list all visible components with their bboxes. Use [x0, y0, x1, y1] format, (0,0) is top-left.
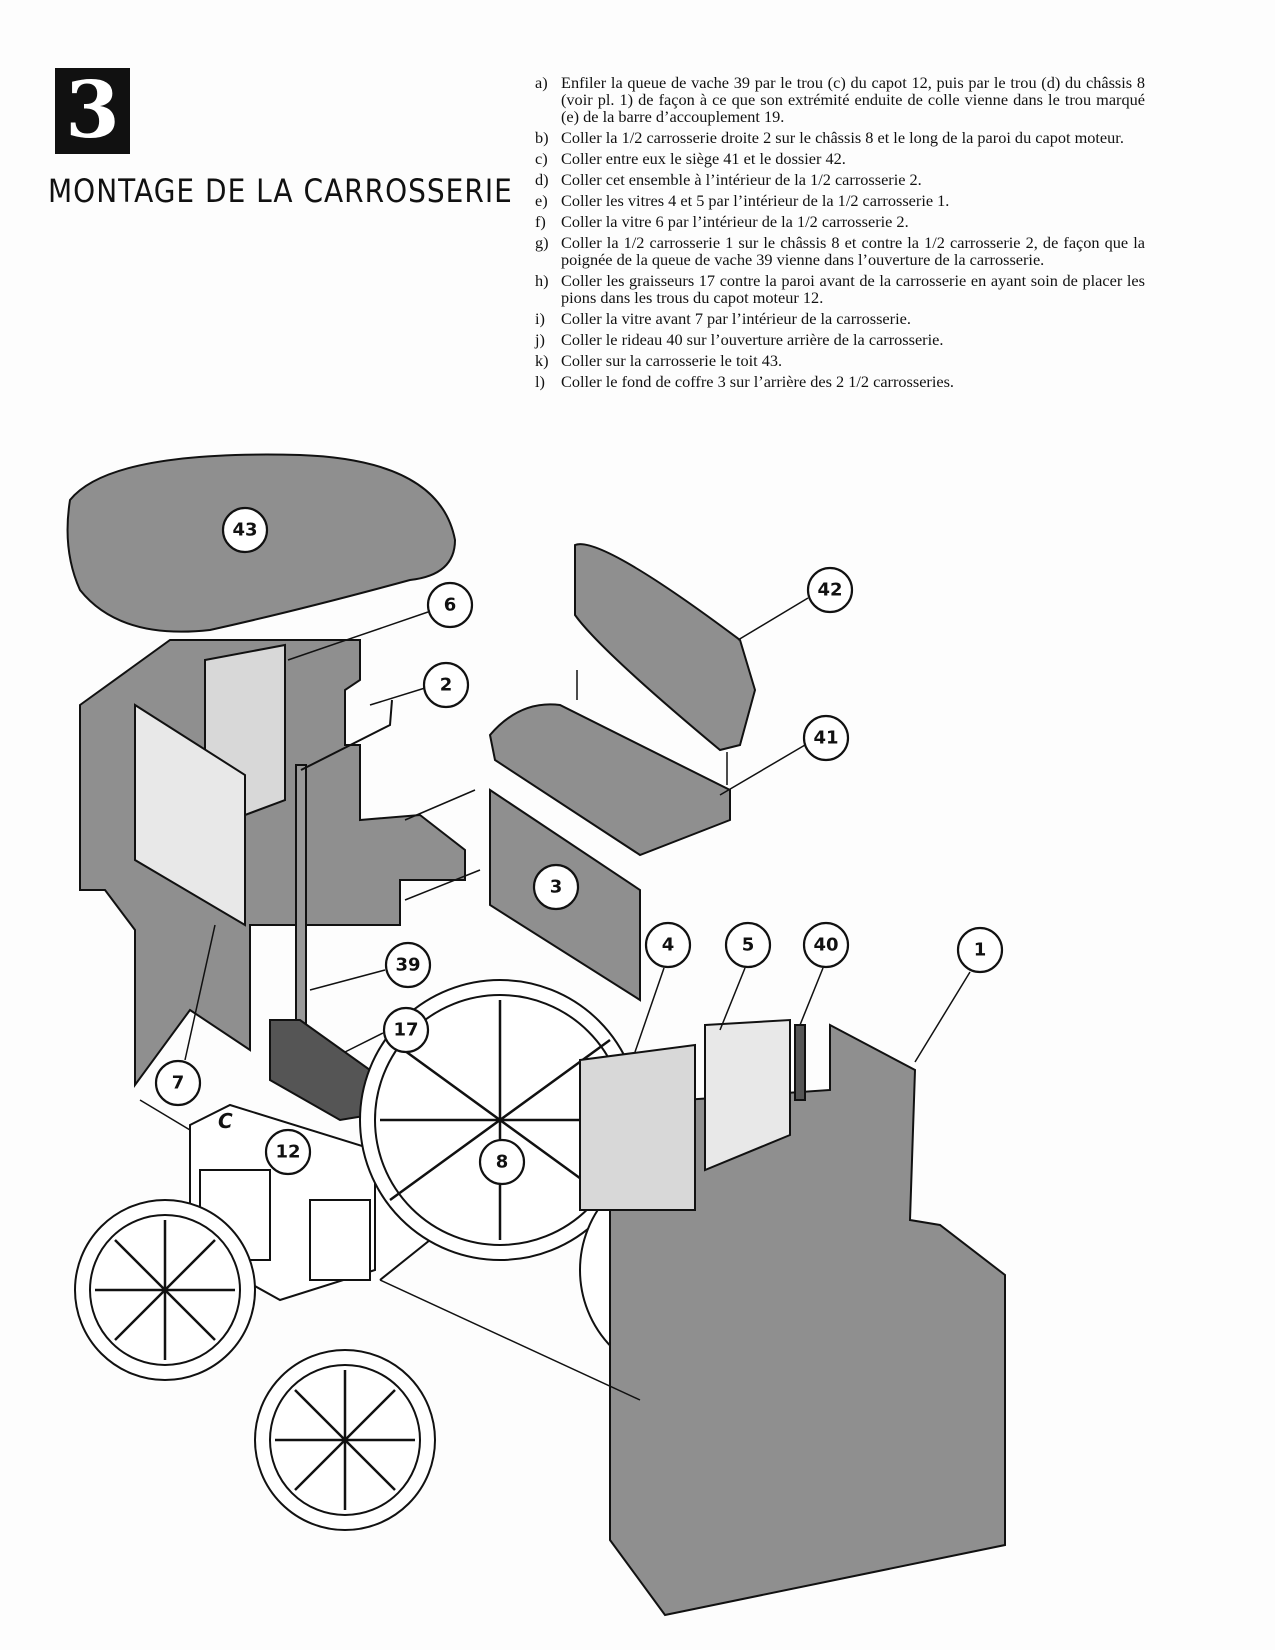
instruction-step: f) Coller la vitre 6 par l’intérieur de l… — [535, 213, 1145, 230]
callout-6: 6 — [426, 581, 474, 629]
svg-text:3: 3 — [550, 877, 563, 898]
step-text: Coller le fond de coffre 3 sur l’arrière… — [561, 372, 955, 391]
step-number-badge: 3 — [55, 68, 130, 154]
callout-39: 39 — [384, 941, 432, 989]
step-key: h) — [535, 271, 549, 290]
svg-text:43: 43 — [232, 520, 257, 541]
callout-17: 17 — [382, 1006, 430, 1054]
step-text: Enfiler la queue de vache 39 par le trou… — [561, 73, 1145, 126]
callout-40: 40 — [802, 921, 850, 969]
instruction-step: a) Enfiler la queue de vache 39 par le tr… — [535, 74, 1145, 125]
seat-41 — [488, 703, 731, 857]
step-key: k) — [535, 351, 549, 370]
greasers-17 — [269, 1019, 371, 1122]
svg-text:41: 41 — [813, 728, 838, 749]
instruction-step: k) Coller sur la carrosserie le toit 43. — [535, 352, 1145, 369]
callout-3: 3 — [532, 863, 580, 911]
callout-4: 4 — [644, 921, 692, 969]
curtain-40 — [794, 1024, 806, 1101]
instruction-step: h) Coller les graisseurs 17 contre la par… — [535, 272, 1145, 306]
instruction-step: j) Coller le rideau 40 sur l’ouverture ar… — [535, 331, 1145, 348]
svg-text:7: 7 — [172, 1073, 185, 1094]
svg-text:1: 1 — [974, 940, 987, 961]
step-text: Coller la 1/2 carrosserie droite 2 sur l… — [561, 128, 1124, 147]
callout-7: 7 — [154, 1059, 202, 1107]
step-text: Coller les vitres 4 et 5 par l’intérieur… — [561, 191, 950, 210]
window-5 — [704, 1018, 791, 1172]
step-key: i) — [535, 309, 545, 328]
step-key: d) — [535, 170, 549, 189]
callout-43: 43 — [221, 506, 269, 554]
window-7 — [134, 703, 246, 927]
instruction-step: i) Coller la vitre avant 7 par l’intérieu… — [535, 310, 1145, 327]
svg-text:4: 4 — [662, 935, 675, 956]
callout-41: 41 — [802, 714, 850, 762]
instruction-step: b) Coller la 1/2 carrosserie droite 2 sur… — [535, 129, 1145, 146]
step-key: j) — [535, 330, 545, 349]
svg-text:6: 6 — [444, 595, 457, 616]
svg-text:42: 42 — [817, 580, 842, 601]
instruction-step: l) Coller le fond de coffre 3 sur l’arriè… — [535, 373, 1145, 390]
instruction-step: c) Coller entre eux le siège 41 et le dos… — [535, 150, 1145, 167]
logo-c: C — [218, 1109, 233, 1133]
step-key: e) — [535, 191, 548, 210]
step-text: Coller la vitre avant 7 par l’intérieur … — [561, 309, 911, 328]
svg-text:8: 8 — [496, 1152, 509, 1173]
right-body-half-1 — [609, 1023, 1006, 1617]
step-key: g) — [535, 233, 549, 252]
step-key: l) — [535, 372, 545, 391]
window-4 — [579, 1043, 696, 1211]
instruction-list: a) Enfiler la queue de vache 39 par le tr… — [535, 74, 1145, 394]
step-key: f) — [535, 212, 546, 231]
svg-text:39: 39 — [395, 955, 420, 976]
callout-5: 5 — [724, 921, 772, 969]
callout-12: 12 — [264, 1128, 312, 1176]
step-text: Coller la vitre 6 par l’intérieur de la … — [561, 212, 909, 231]
step-text: Coller entre eux le siège 41 et le dossi… — [561, 149, 846, 168]
seat-back-42 — [574, 543, 757, 752]
instruction-step: d) Coller cet ensemble à l’intérieur de l… — [535, 171, 1145, 188]
leader-lines — [139, 597, 971, 1401]
svg-text:2: 2 — [440, 675, 453, 696]
step-text: Coller les graisseurs 17 contre la paroi… — [561, 271, 1145, 307]
step-key: a) — [535, 73, 548, 92]
callout-2: 2 — [422, 661, 470, 709]
step-text: Coller le rideau 40 sur l’ouverture arri… — [561, 330, 944, 349]
step-text: Coller cet ensemble à l’intérieur de la … — [561, 170, 922, 189]
callout-42: 42 — [806, 566, 854, 614]
svg-text:12: 12 — [275, 1142, 300, 1163]
step-text: Coller la 1/2 carrosserie 1 sur le châss… — [561, 233, 1145, 269]
instruction-step: g) Coller la 1/2 carrosserie 1 sur le châ… — [535, 234, 1145, 268]
callout-8: 8 — [478, 1138, 526, 1186]
svg-text:5: 5 — [742, 935, 755, 956]
callout-1: 1 — [956, 926, 1004, 974]
instruction-step: e) Coller les vitres 4 et 5 par l’intérie… — [535, 192, 1145, 209]
step-key: b) — [535, 128, 549, 147]
step-text: Coller sur la carrosserie le toit 43. — [561, 351, 783, 370]
svg-text:17: 17 — [393, 1020, 418, 1041]
page-title: MONTAGE DE LA CARROSSERIE — [48, 172, 513, 210]
step-key: c) — [535, 149, 548, 168]
svg-text:40: 40 — [813, 935, 838, 956]
